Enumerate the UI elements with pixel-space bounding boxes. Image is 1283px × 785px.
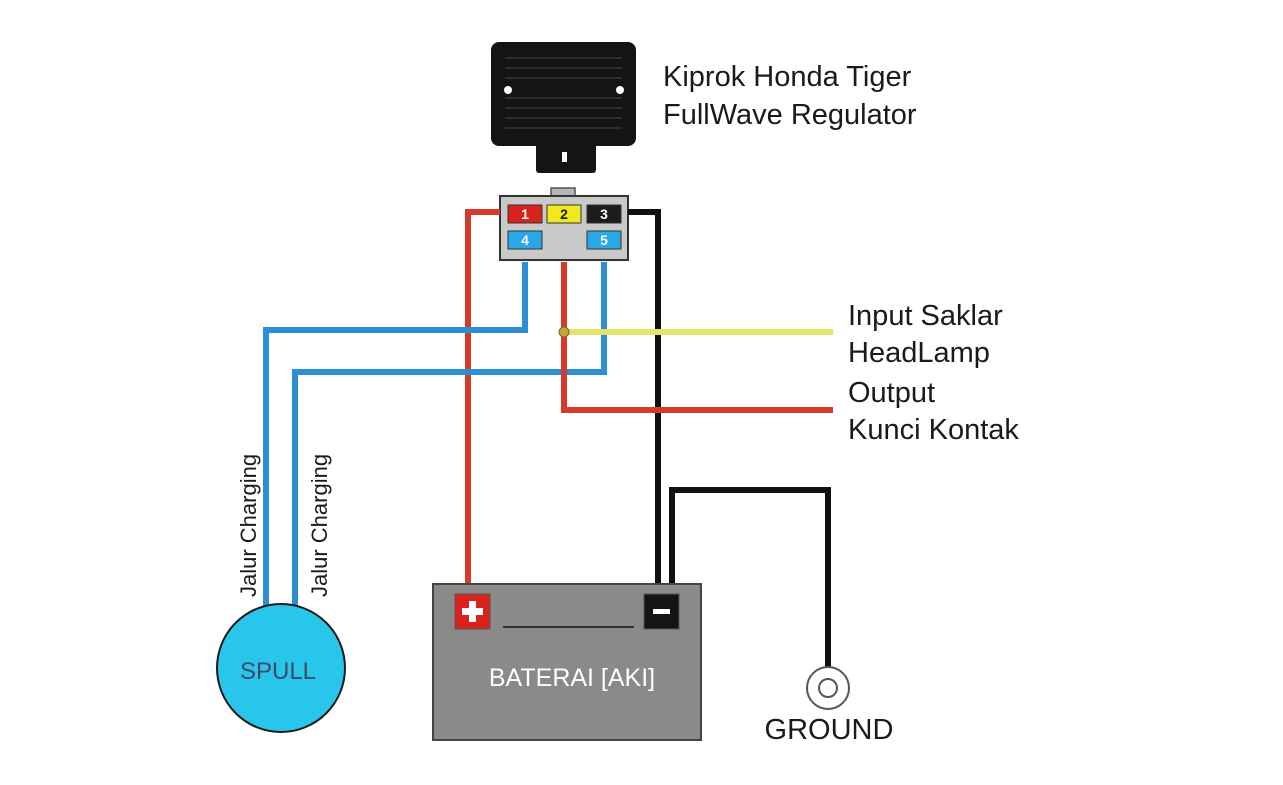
wire-junction-dot bbox=[558, 326, 570, 338]
regulator-title-line2: FullWave Regulator bbox=[663, 99, 917, 131]
connector-block: 1 2 3 4 5 bbox=[499, 187, 629, 261]
input-label-line1: Input Saklar bbox=[848, 300, 1003, 332]
spull-circle bbox=[216, 603, 346, 733]
battery-label: BATERAI [AKI] bbox=[489, 664, 655, 692]
mount-hole-right bbox=[616, 86, 624, 94]
connector-pin-label-4: 4 bbox=[521, 232, 529, 248]
wire-black-battery-minus bbox=[628, 209, 661, 590]
regulator-unit bbox=[491, 42, 636, 173]
wire-black-ground bbox=[669, 487, 831, 668]
regulator-heatsink-fins bbox=[505, 57, 622, 129]
connector-pin-5 bbox=[586, 230, 622, 250]
wire-red-output bbox=[561, 262, 833, 413]
ground-terminal: GROUND bbox=[765, 666, 894, 746]
wire-blue-charging-2 bbox=[292, 262, 607, 606]
battery: BATERAI [AKI] bbox=[432, 583, 702, 741]
output-label-line1: Output bbox=[848, 377, 935, 409]
connector-pin-2 bbox=[546, 204, 582, 224]
connector-pin-3 bbox=[586, 204, 622, 224]
connector-pins: 1 2 3 4 5 bbox=[507, 204, 622, 250]
charging-label-1: Jalur Charging bbox=[236, 454, 261, 597]
spull: SPULL bbox=[216, 603, 346, 733]
connector-pin-1 bbox=[507, 204, 543, 224]
connector-pin-label-2: 2 bbox=[560, 206, 568, 222]
wire-red-battery-plus bbox=[465, 209, 500, 590]
connector-pin-label-3: 3 bbox=[600, 206, 608, 222]
regulator-title-line1: Kiprok Honda Tiger bbox=[663, 61, 912, 93]
plus-icon bbox=[462, 601, 483, 622]
charging-label-2: Jalur Charging bbox=[307, 454, 332, 597]
plug-latch bbox=[562, 152, 567, 162]
output-label-line2: Kunci Kontak bbox=[848, 414, 1019, 446]
spull-label: SPULL bbox=[240, 658, 316, 685]
ground-ring-hole bbox=[818, 678, 838, 698]
input-label-line2: HeadLamp bbox=[848, 337, 990, 369]
wires bbox=[263, 209, 833, 668]
connector-pin-4 bbox=[507, 230, 543, 250]
ground-label: GROUND bbox=[765, 714, 894, 746]
connector-pin-label-5: 5 bbox=[600, 232, 608, 248]
mount-hole-left bbox=[504, 86, 512, 94]
connector-pin-label-1: 1 bbox=[521, 206, 529, 222]
wire-blue-charging-1 bbox=[263, 262, 528, 606]
minus-icon bbox=[653, 609, 670, 614]
